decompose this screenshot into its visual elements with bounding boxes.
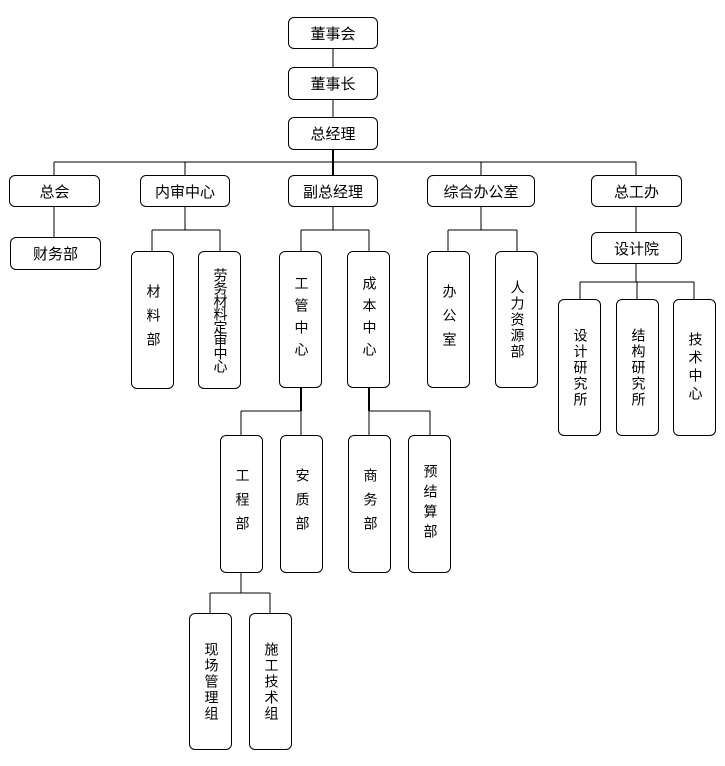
node-board: 董事会 xyxy=(288,17,378,49)
node-chairman-label: 董事长 xyxy=(310,75,356,93)
node-general-office: 综合办公室 xyxy=(427,175,535,207)
node-design-institute-label: 设计院 xyxy=(613,239,659,258)
node-engineering-center: 工管中心 xyxy=(279,251,322,388)
node-office: 办公室 xyxy=(427,251,470,388)
node-tech-center: 技术中心 xyxy=(673,299,716,436)
node-materials: 材料部 xyxy=(131,251,174,389)
node-deputy-gm: 副总经理 xyxy=(288,175,378,207)
node-site-management-label: 现场管理组 xyxy=(202,641,219,722)
node-cost-center: 成本中心 xyxy=(347,251,390,388)
node-structure-research-label: 结构研究所 xyxy=(629,327,646,408)
node-audit-center: 内审中心 xyxy=(140,175,230,207)
node-finance-label: 财务部 xyxy=(32,245,78,263)
node-hr-label: 人力资源部 xyxy=(508,279,525,360)
node-chief-accountant-label: 总会 xyxy=(39,182,70,201)
node-construction-tech-label: 施工技术组 xyxy=(262,641,279,722)
node-chairman: 董事长 xyxy=(288,67,378,100)
node-construction-tech: 施工技术组 xyxy=(249,613,292,750)
node-board-label: 董事会 xyxy=(310,24,356,43)
node-budget-settlement-label: 预结算部 xyxy=(421,464,438,544)
node-design-research-label: 设计研究所 xyxy=(571,327,588,408)
node-engineering-dept: 工程部 xyxy=(220,435,263,573)
node-gm: 总经理 xyxy=(288,117,378,150)
node-design-research: 设计研究所 xyxy=(558,299,601,436)
node-cost-center-label: 成本中心 xyxy=(360,275,377,364)
node-labor-materials-review-label: 劳务材料定审中心 xyxy=(211,268,228,372)
node-structure-research: 结构研究所 xyxy=(616,299,659,436)
node-budget-settlement: 预结算部 xyxy=(408,435,451,573)
node-commerce: 商务部 xyxy=(348,435,391,573)
node-design-institute: 设计院 xyxy=(591,232,682,264)
node-chief-engineer-office-label: 总工办 xyxy=(613,182,659,201)
node-finance: 财务部 xyxy=(10,237,101,270)
node-engineering-center-label: 工管中心 xyxy=(292,275,309,364)
node-deputy-gm-label: 副总经理 xyxy=(302,182,363,201)
node-chief-engineer-office: 总工办 xyxy=(591,175,682,207)
node-office-label: 办公室 xyxy=(440,283,457,356)
node-chief-accountant: 总会 xyxy=(9,175,100,207)
node-labor-materials-review: 劳务材料定审中心 xyxy=(198,251,241,389)
node-commerce-label: 商务部 xyxy=(361,468,378,540)
node-general-office-label: 综合办公室 xyxy=(443,182,519,201)
node-gm-label: 总经理 xyxy=(310,125,356,143)
node-tech-center-label: 技术中心 xyxy=(686,331,703,404)
node-hr: 人力资源部 xyxy=(495,251,538,388)
node-safety-quality-label: 安质部 xyxy=(293,468,310,540)
node-engineering-dept-label: 工程部 xyxy=(233,468,250,540)
node-site-management: 现场管理组 xyxy=(189,613,232,750)
node-safety-quality: 安质部 xyxy=(280,435,323,573)
node-materials-label: 材料部 xyxy=(144,284,161,356)
node-audit-center-label: 内审中心 xyxy=(154,182,215,201)
